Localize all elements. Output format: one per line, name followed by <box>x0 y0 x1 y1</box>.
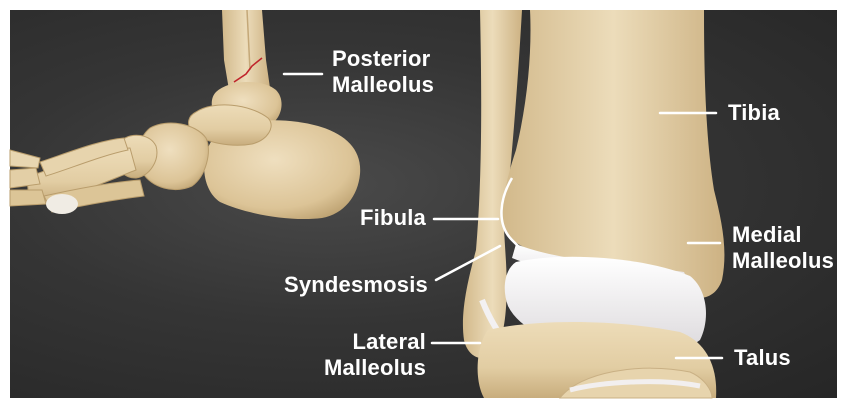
talus-label: Talus <box>734 345 791 371</box>
toe-bones <box>10 168 40 188</box>
fibula-label: Fibula <box>344 205 426 231</box>
fibula-label-text: Fibula <box>344 205 426 231</box>
lateral-malleolus-label: Lateral Malleolus <box>300 329 426 381</box>
foot-skeleton <box>10 10 360 219</box>
lateral-malleolus-label-line2: Malleolus <box>300 355 426 381</box>
syndesmosis-label: Syndesmosis <box>250 272 428 298</box>
syndesmosis-label-text: Syndesmosis <box>250 272 428 298</box>
lateral-malleolus-label-line1: Lateral <box>300 329 426 355</box>
talus-label-text: Talus <box>734 345 791 371</box>
posterior-malleolus-label: Posterior Malleolus <box>332 46 434 98</box>
medial-malleolus-label-line2: Malleolus <box>732 248 834 274</box>
ankle-front-view <box>463 10 725 398</box>
medial-malleolus-label: Medial Malleolus <box>732 222 834 274</box>
tibia-label-text: Tibia <box>728 100 780 126</box>
medial-malleolus-label-line1: Medial <box>732 222 834 248</box>
tibia-label: Tibia <box>728 100 780 126</box>
posterior-malleolus-label-line1: Posterior <box>332 46 434 72</box>
posterior-malleolus-label-line2: Malleolus <box>332 72 434 98</box>
